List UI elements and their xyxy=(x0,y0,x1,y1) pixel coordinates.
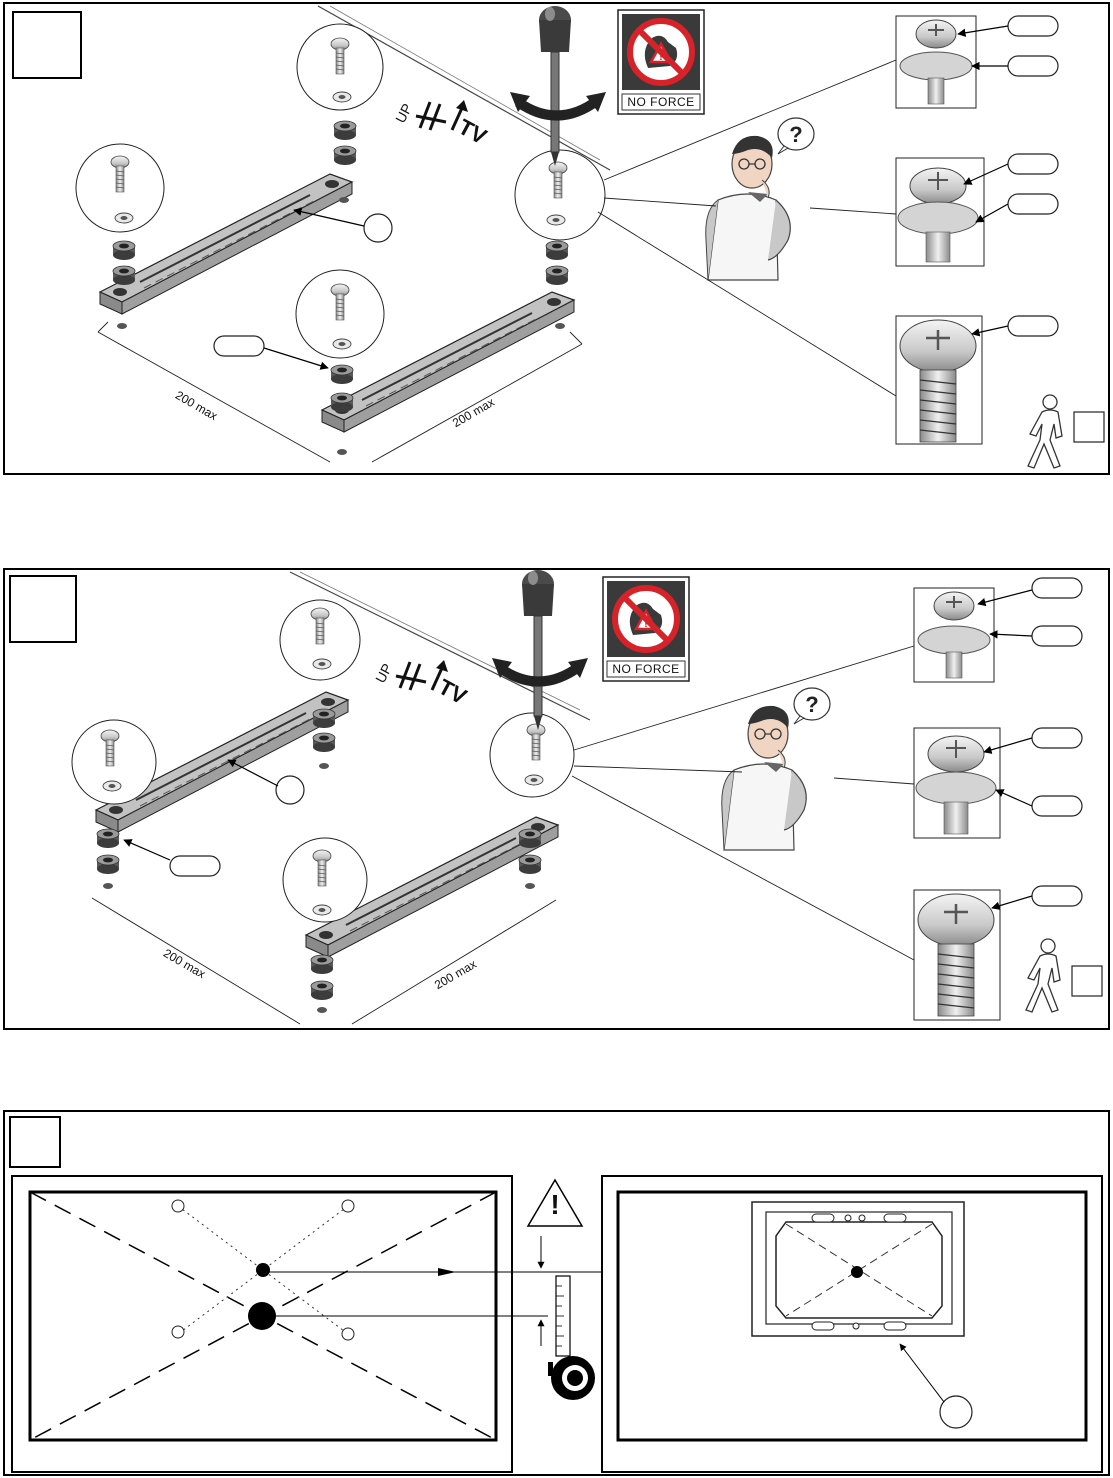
thinking-person-icon xyxy=(721,687,831,851)
part-callout-circle xyxy=(363,213,393,243)
walking-person-icon xyxy=(1025,938,1061,1013)
tape-measure-icon xyxy=(548,1275,595,1400)
no-force-label: NO FORCE xyxy=(627,95,695,109)
step-number-box xyxy=(9,575,77,643)
step-number-box xyxy=(12,11,82,79)
caution-mark: ! xyxy=(550,1189,560,1220)
warning-triangle-icon xyxy=(526,1178,584,1227)
orientation-indicator xyxy=(395,660,448,691)
orientation-indicator xyxy=(415,100,468,131)
screwdriver-icon xyxy=(521,569,555,731)
part-callout-oval xyxy=(213,335,265,357)
no-force-label: NO FORCE xyxy=(612,662,680,676)
step-number-box xyxy=(9,1116,61,1168)
walking-person-icon xyxy=(1027,394,1063,469)
part-callout-circle xyxy=(939,1395,973,1429)
panel-1-artwork xyxy=(75,5,1105,469)
panel-2-artwork xyxy=(71,569,1103,1025)
screwdriver-icon xyxy=(538,5,572,167)
vesa-center-point xyxy=(256,1263,270,1277)
panel-3-artwork xyxy=(11,1175,1103,1473)
thinking-person-icon xyxy=(705,117,815,281)
wall-plate xyxy=(751,1201,965,1337)
